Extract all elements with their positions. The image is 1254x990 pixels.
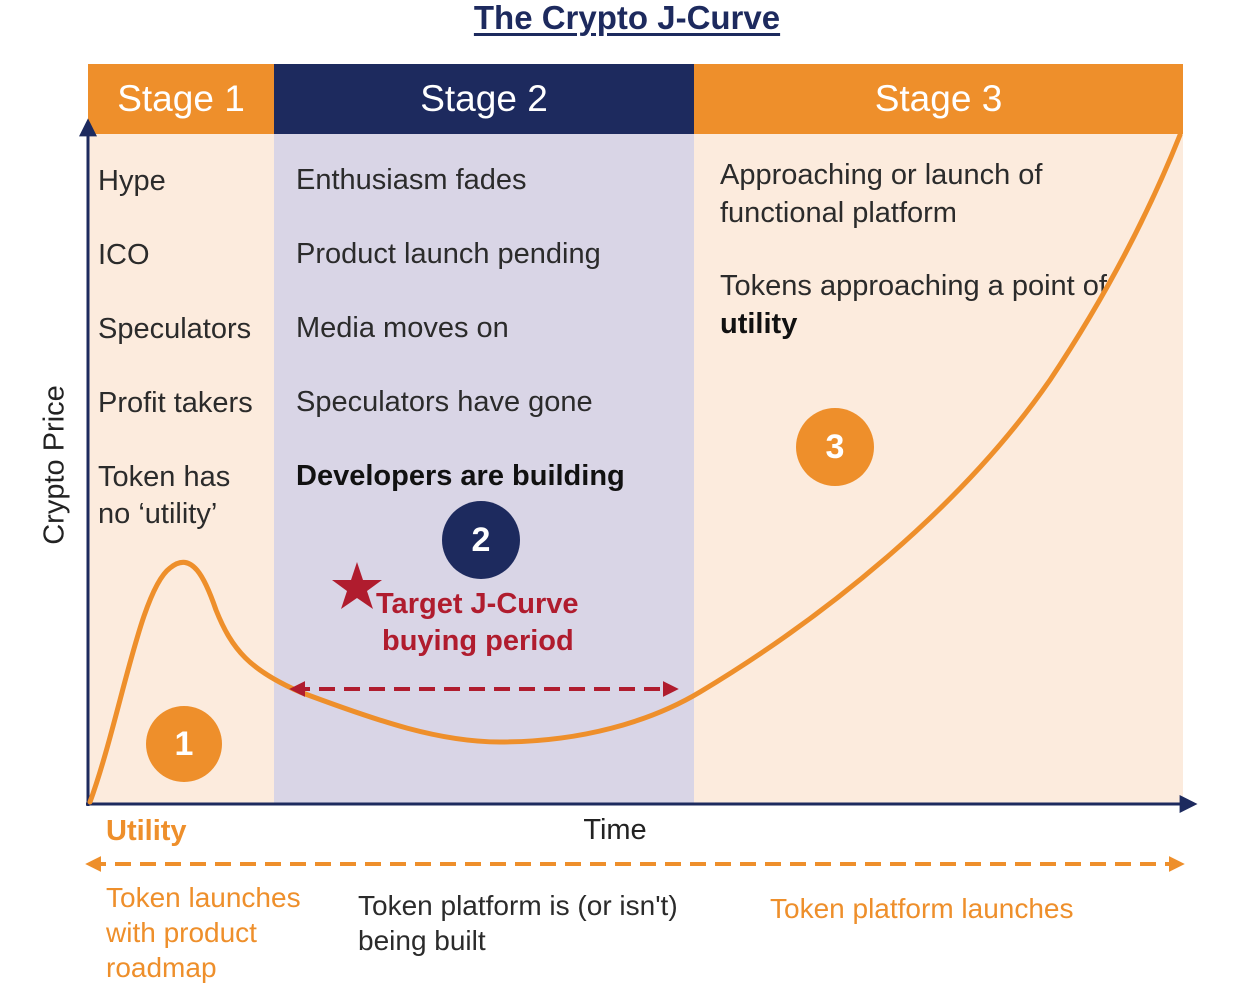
page-title: The Crypto J-Curve — [473, 0, 781, 36]
utility-stage-1-line: Token launches — [106, 882, 301, 913]
utility-stage-2-line: Token platform is (or isn't) — [358, 890, 678, 921]
stage-2-item-bold: Developers are building — [296, 460, 625, 492]
stage-3-header: Stage 3 — [694, 64, 1183, 134]
stage-1-item: no ‘utility’ — [98, 498, 218, 530]
star-icon — [332, 562, 382, 609]
target-label-line1: Target J-Curve — [376, 588, 579, 620]
stage-1-item: Token has — [98, 461, 231, 493]
stage-3-item: functional platform — [720, 197, 957, 229]
stage-3-item: Approaching or launch of — [720, 159, 1043, 191]
stage-2-item: Product launch pending — [296, 238, 601, 270]
stage-3-item: Tokens approaching a point of — [720, 270, 1107, 302]
stage-2-item: Speculators have gone — [296, 386, 593, 418]
stage-2-item: Enthusiasm fades — [296, 164, 527, 196]
stage-1-header: Stage 1 — [88, 64, 274, 134]
utility-stage-3-line: Token platform launches — [770, 893, 1074, 924]
stage-2-marker: 2 — [442, 501, 520, 579]
utility-stage-1-line: with product — [106, 917, 257, 948]
utility-stage-2-line: being built — [358, 925, 486, 956]
stage-3-panel — [694, 134, 1183, 804]
stage-2-item: Media moves on — [296, 312, 509, 344]
utility-stage-1-line: roadmap — [106, 952, 217, 983]
stage-3-marker: 3 — [796, 408, 874, 486]
stage-1-item: ICO — [98, 239, 150, 271]
stage-2-header: Stage 2 — [274, 64, 694, 134]
j-curve-line — [87, 132, 1183, 805]
target-label-line2: buying period — [382, 625, 574, 657]
stage-1-item: Hype — [98, 165, 166, 197]
stage-1-item: Profit takers — [98, 387, 253, 419]
x-axis-label: Time — [583, 814, 647, 846]
stage-1-marker: 1 — [146, 706, 222, 782]
stage-1-item: Speculators — [98, 313, 252, 345]
stage-1-panel — [88, 134, 274, 804]
stage-3-item-bold: utility — [720, 308, 798, 340]
utility-label: Utility — [106, 815, 187, 847]
